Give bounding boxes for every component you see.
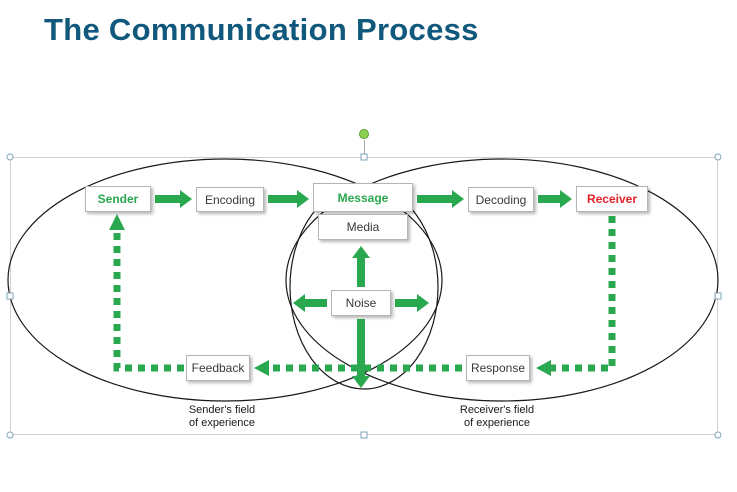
node-feedback[interactable]: Feedback <box>186 355 250 381</box>
arrow-noise-up <box>352 246 370 287</box>
arrow-noise-right <box>395 294 429 312</box>
node-media[interactable]: Media <box>318 214 408 240</box>
arrowhead-into-feedback <box>254 360 269 376</box>
arrow-sender-to-encoding <box>155 190 192 208</box>
arrowhead-into-response <box>536 360 551 376</box>
node-message[interactable]: Message <box>313 183 413 212</box>
resize-handle-top-left[interactable] <box>6 153 14 161</box>
caption-line: of experience <box>463 417 531 429</box>
dashed-line-receiver-to-response <box>548 216 616 372</box>
rotation-handle-line <box>364 140 365 157</box>
sender-field-caption: Sender's field of experience <box>157 404 287 430</box>
sender-field-ellipse <box>7 158 443 402</box>
arrow-noise-down <box>352 319 370 388</box>
node-response[interactable]: Response <box>466 355 530 381</box>
arrowhead-into-sender <box>109 214 125 230</box>
resize-handle-bottom-left[interactable] <box>6 431 14 439</box>
arrow-decoding-to-receiver <box>538 190 572 208</box>
slide-title: The Communication Process <box>44 12 479 47</box>
node-decoding[interactable]: Decoding <box>468 187 534 212</box>
node-encoding[interactable]: Encoding <box>196 187 264 212</box>
caption-line: Sender's field <box>188 404 256 416</box>
resize-handle-bottom-right[interactable] <box>714 431 722 439</box>
receiver-field-ellipse <box>285 158 719 402</box>
caption-line: Receiver's field <box>459 404 535 416</box>
arrow-message-to-decoding <box>417 190 464 208</box>
node-noise[interactable]: Noise <box>331 290 391 316</box>
rotation-handle[interactable] <box>359 129 369 139</box>
resize-handle-bottom-center[interactable] <box>360 431 368 439</box>
dashed-line-feedback-to-sender <box>113 228 184 372</box>
resize-handle-middle-right[interactable] <box>714 292 722 300</box>
arrow-encoding-to-message <box>268 190 309 208</box>
resize-handle-middle-left[interactable] <box>6 292 14 300</box>
resize-handle-top-center[interactable] <box>360 153 368 161</box>
arrow-noise-left <box>293 294 327 312</box>
node-sender[interactable]: Sender <box>85 186 151 212</box>
node-receiver[interactable]: Receiver <box>576 186 648 212</box>
resize-handle-top-right[interactable] <box>714 153 722 161</box>
caption-line: of experience <box>188 417 256 429</box>
receiver-field-caption: Receiver's field of experience <box>432 404 562 430</box>
